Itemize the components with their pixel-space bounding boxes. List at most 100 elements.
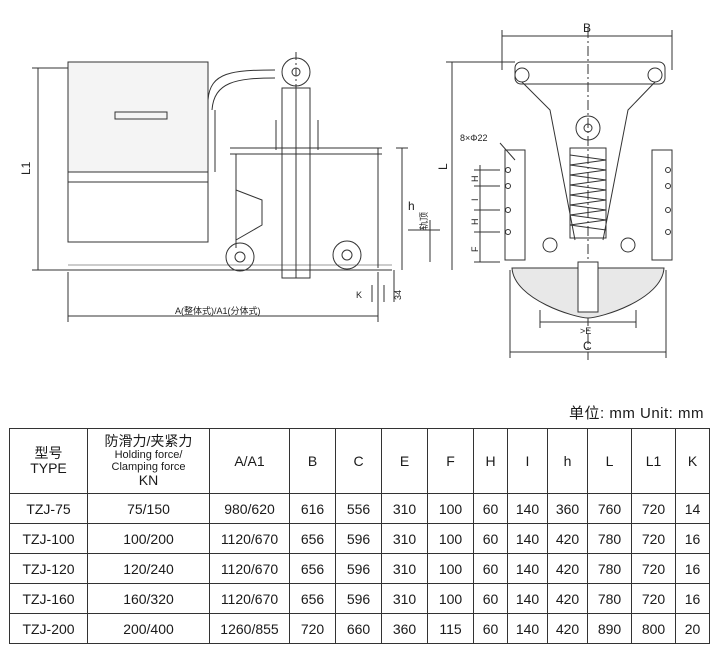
table-cell: 60 [473,493,508,524]
header-type-cn: 型号 [34,445,63,461]
table-cell: 16 [675,523,710,554]
table-cell: 660 [335,613,382,644]
label-34: 34 [393,290,403,300]
table-cell: 720 [631,523,676,554]
label-A: A(整体式)/A1(分体式) [175,305,261,316]
header-force-en1: Holding force/ [114,449,183,461]
table-cell: 420 [547,583,588,614]
table-cell: 310 [381,553,428,584]
table-header-row: 型号 TYPE 防滑力/夹紧力 Holding force/ Clamping … [9,428,710,494]
table-cell: 596 [335,583,382,614]
label-K: K [356,290,362,300]
header-col: L1 [631,428,676,494]
table-cell: 16 [675,553,710,584]
table-cell: TZJ-75 [9,493,88,524]
table-cell: 656 [289,553,336,584]
front-view [446,28,673,360]
header-col: E [381,428,428,494]
table-cell: 720 [631,493,676,524]
technical-drawing: L1 h K 34 A(整体式)/A1(分体式) B L 8×Φ22 H I H… [19,21,673,360]
table-cell: 890 [587,613,632,644]
table-cell: 140 [507,613,548,644]
table-cell: 140 [507,583,548,614]
label-L1: L1 [19,161,33,175]
header-col: C [335,428,382,494]
table-cell: 100 [427,493,474,524]
label-F: F [470,246,480,252]
label-holes: 8×Φ22 [460,133,487,143]
table-cell: 420 [547,553,588,584]
table-cell: 100/200 [87,523,210,554]
table-cell: 596 [335,553,382,584]
table-cell: 120/240 [87,553,210,584]
table-cell: 760 [587,493,632,524]
header-col: F [427,428,474,494]
table-cell: 100 [427,553,474,584]
table-cell: TZJ-100 [9,523,88,554]
header-col: K [675,428,710,494]
label-H2: H [470,219,480,226]
label-rail-top: 轨顶 [418,212,429,230]
header-col: L [587,428,632,494]
table-cell: 310 [381,523,428,554]
table-cell: 310 [381,583,428,614]
table-cell: 360 [547,493,588,524]
header-force: 防滑力/夹紧力 Holding force/ Clamping force KN [87,428,210,494]
table-cell: 60 [473,583,508,614]
table-cell: 75/150 [87,493,210,524]
table-cell: 140 [507,553,548,584]
label-I: I [470,198,480,201]
table-cell: 720 [289,613,336,644]
header-force-cn: 防滑力/夹紧力 [104,433,193,449]
table-cell: TZJ-160 [9,583,88,614]
header-col: I [507,428,548,494]
header-type: 型号 TYPE [9,428,88,494]
label-B: B [583,21,591,35]
unit-note: 单位: mm Unit: mm [569,405,704,422]
table-cell: 780 [587,523,632,554]
table-cell: 140 [507,493,548,524]
table-cell: TZJ-200 [9,613,88,644]
header-force-unit: KN [138,472,159,488]
table-cell: TZJ-120 [9,553,88,584]
label-C: C [583,339,592,353]
table-cell: 360 [381,613,428,644]
table-cell: 420 [547,523,588,554]
table-cell: 1120/670 [209,583,290,614]
table-cell: 556 [335,493,382,524]
table-cell: 980/620 [209,493,290,524]
side-view [32,52,440,322]
header-col: H [473,428,508,494]
table-cell: 60 [473,613,508,644]
header-col: h [547,428,588,494]
header-col: A/A1 [209,428,290,494]
table-cell: 100 [427,523,474,554]
table-cell: 200/400 [87,613,210,644]
label-h-side: h [408,199,415,213]
table-cell: 115 [427,613,474,644]
table-cell: 60 [473,553,508,584]
table-cell: 420 [547,613,588,644]
label-E: >E [580,326,591,336]
table-cell: 60 [473,523,508,554]
header-type-en: TYPE [30,460,67,476]
table-cell: 1120/670 [209,523,290,554]
table-cell: 596 [335,523,382,554]
table-cell: 800 [631,613,676,644]
table-cell: 310 [381,493,428,524]
table-cell: 720 [631,553,676,584]
table-cell: 720 [631,583,676,614]
table-cell: 1120/670 [209,553,290,584]
header-col: B [289,428,336,494]
table-cell: 656 [289,523,336,554]
table-cell: 20 [675,613,710,644]
table-cell: 616 [289,493,336,524]
table-cell: 656 [289,583,336,614]
label-L: L [436,163,450,170]
table-cell: 780 [587,583,632,614]
